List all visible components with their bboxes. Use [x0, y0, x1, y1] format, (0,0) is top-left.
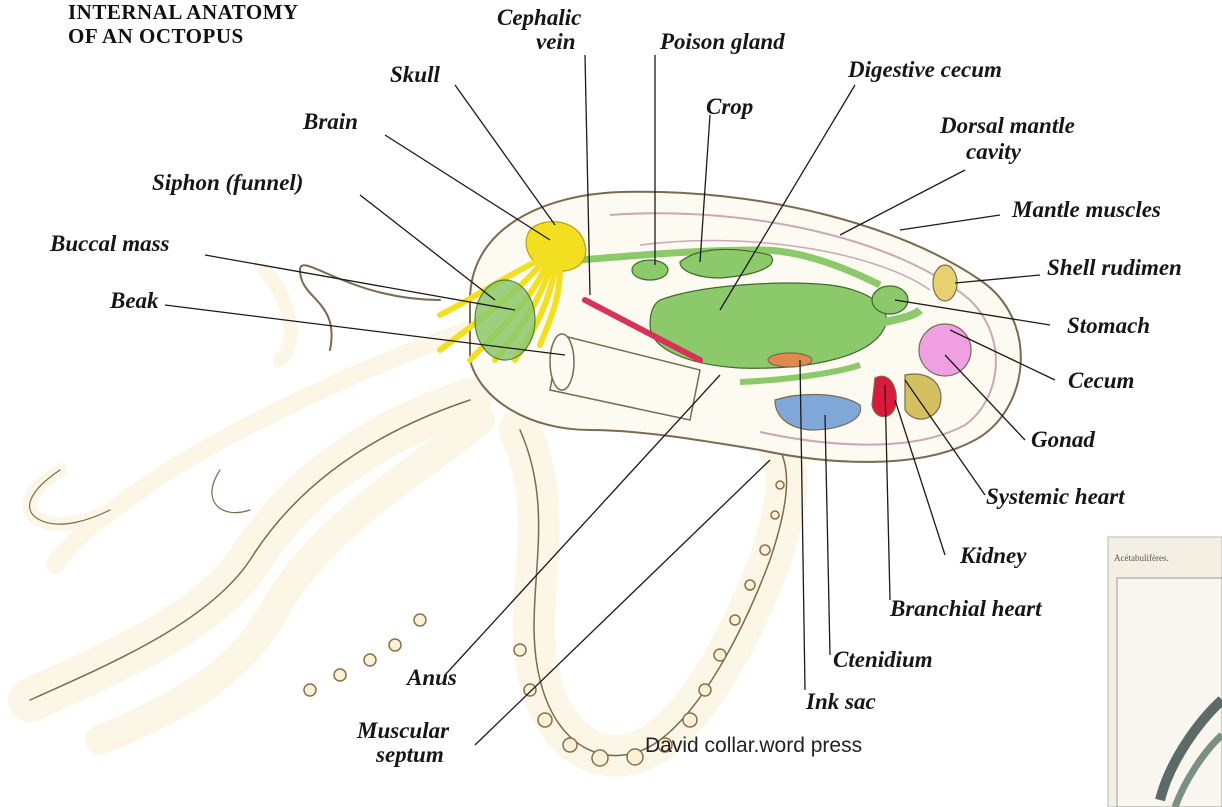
label-cephalic-vein-line1: Cephalic [497, 6, 581, 30]
label-muscular-septum-line2: septum [376, 743, 444, 767]
label-anus: Anus [407, 666, 457, 690]
inset-caption: Acétabulifères. [1114, 553, 1169, 563]
label-ink-sac: Ink sac [806, 690, 876, 714]
label-siphon: Siphon (funnel) [152, 171, 303, 195]
label-dorsal-mantle-cavity-line2: cavity [966, 140, 1021, 164]
label-buccal-mass: Buccal mass [50, 232, 169, 256]
label-digestive-cecum: Digestive cecum [848, 58, 1002, 82]
label-mantle-muscles: Mantle muscles [1012, 198, 1161, 222]
label-beak: Beak [110, 289, 159, 313]
diagram-title-line1: INTERNAL ANATOMY [68, 1, 299, 23]
label-ctenidium: Ctenidium [833, 648, 933, 672]
label-brain: Brain [303, 110, 358, 134]
label-poison-gland: Poison gland [660, 30, 785, 54]
label-crop: Crop [706, 95, 753, 119]
label-dorsal-mantle-cavity-line1: Dorsal mantle [940, 114, 1075, 138]
label-muscular-septum-line1: Muscular [357, 719, 449, 743]
label-systemic-heart: Systemic heart [986, 485, 1125, 509]
label-stomach: Stomach [1067, 314, 1150, 338]
label-skull: Skull [390, 63, 440, 87]
label-shell-rudiment: Shell rudimen [1047, 256, 1182, 280]
label-gonad: Gonad [1031, 428, 1095, 452]
diagram-title-line2: OF AN OCTOPUS [68, 25, 244, 47]
label-cecum: Cecum [1068, 369, 1134, 393]
image-credit: David collar.word press [645, 734, 862, 758]
inset-plate [1108, 537, 1222, 807]
label-branchial-heart: Branchial heart [890, 597, 1041, 621]
label-kidney: Kidney [960, 544, 1026, 568]
label-cephalic-vein-line2: vein [536, 30, 576, 54]
